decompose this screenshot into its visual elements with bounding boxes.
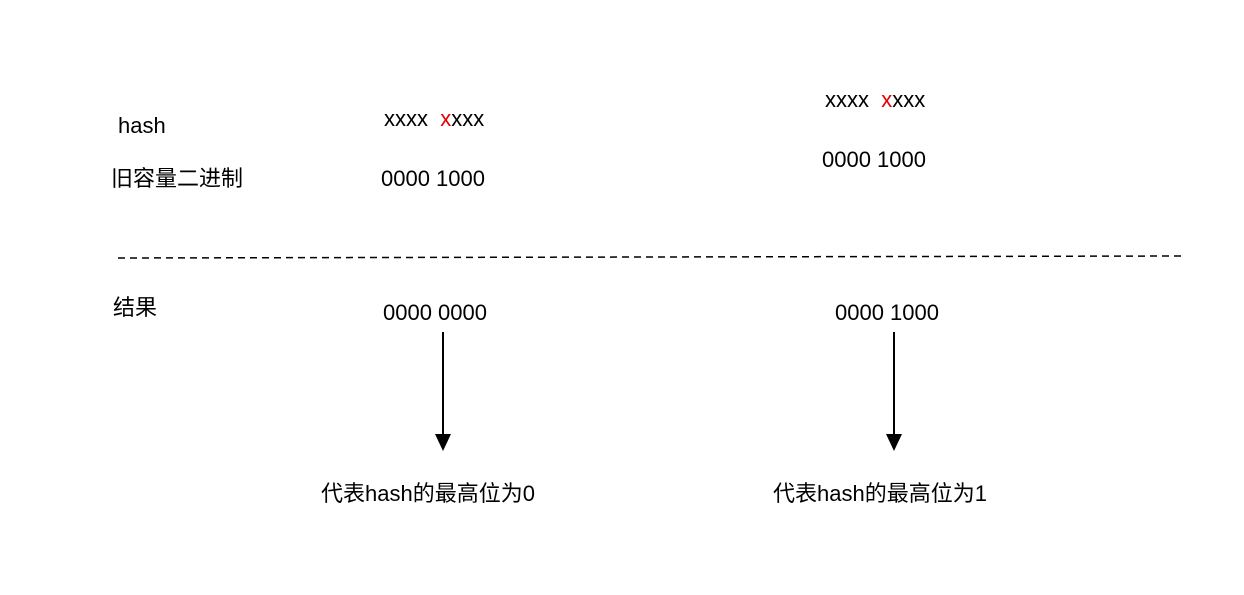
right-old-capacity-value: 0000 1000 xyxy=(822,147,926,172)
left-hash-rest: xxx xyxy=(451,106,485,131)
right-hash-value: xxxx xxxx xyxy=(825,87,925,113)
left-hash-value: xxxx xxxx xyxy=(384,106,484,132)
right-hash-first-group: xxxx xyxy=(825,87,869,112)
hash-label: hash xyxy=(118,113,166,138)
right-conclusion: 代表hash的最高位为1 xyxy=(773,481,987,506)
separator-dashed-line xyxy=(117,255,1183,259)
left-hash-highlight-bit: x xyxy=(440,106,452,131)
right-result-value: 0000 1000 xyxy=(835,300,939,325)
result-label: 结果 xyxy=(113,295,158,320)
left-result-value: 0000 0000 xyxy=(383,300,487,325)
left-conclusion: 代表hash的最高位为0 xyxy=(321,481,535,506)
right-arrow-head xyxy=(886,434,902,451)
left-arrow-head xyxy=(435,434,451,451)
left-hash-first-group: xxxx xyxy=(384,106,428,131)
old-capacity-binary-label: 旧容量二进制 xyxy=(111,166,244,191)
left-old-capacity-value: 0000 1000 xyxy=(381,166,485,191)
right-hash-rest: xxx xyxy=(892,87,926,112)
right-hash-highlight-bit: x xyxy=(881,87,893,112)
